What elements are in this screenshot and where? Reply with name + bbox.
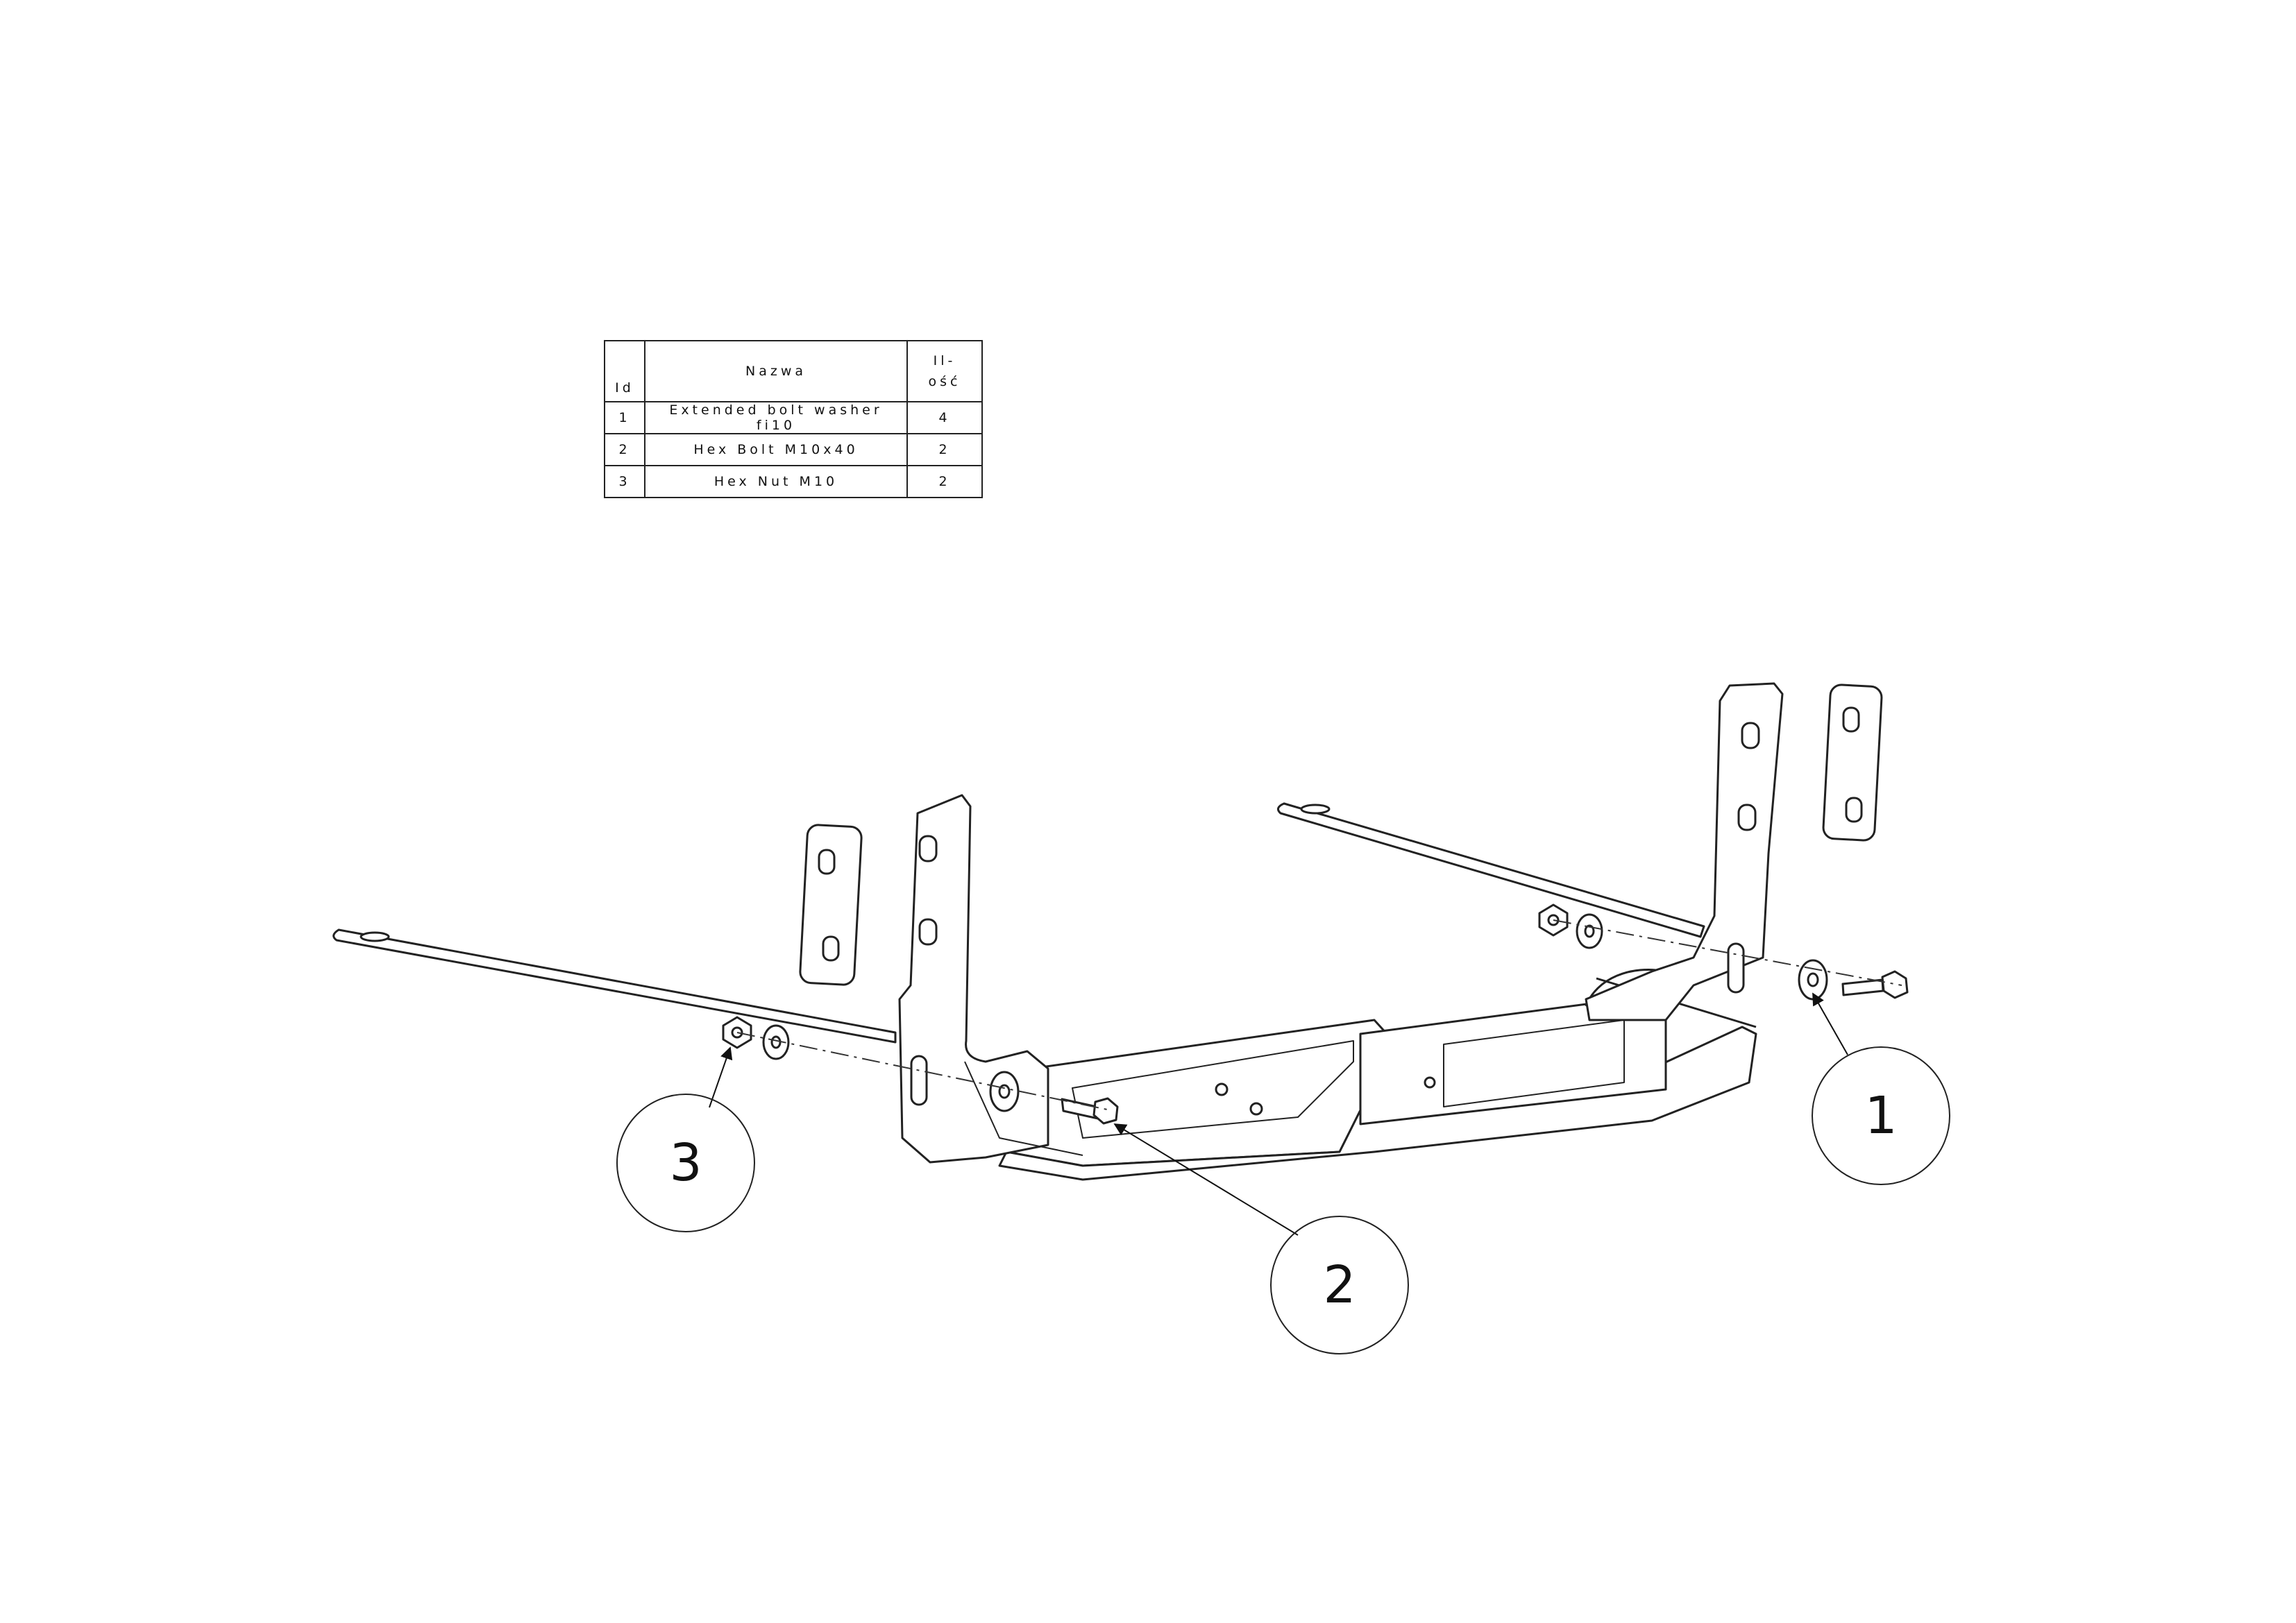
right-spacer-plate [1822, 683, 1883, 842]
bom-cell-name: Extended bolt washer fi10 [644, 401, 908, 434]
table-row: 3 Hex Nut M10 2 [604, 465, 983, 498]
bom-cell-qty: 2 [906, 465, 983, 498]
bom-header-qty-line1: Il- [933, 353, 956, 368]
left-hex-bolt [1061, 1097, 1119, 1125]
bom-header-row: Id Nazwa Il- ość [604, 340, 983, 402]
table-row: 1 Extended bolt washer fi10 4 [604, 401, 983, 434]
callout-balloon-3: 3 [616, 1094, 755, 1232]
table-row: 2 Hex Bolt M10x40 2 [604, 433, 983, 466]
right-outer-washer [1576, 913, 1603, 949]
right-upright-bracket [1585, 682, 1784, 1021]
bom-header-qty-line2: ość [928, 374, 961, 389]
bom-cell-name: Hex Nut M10 [644, 465, 908, 498]
right-mounting-strap [1277, 802, 1705, 938]
left-upright-bracket [898, 794, 1083, 1164]
callout-balloon-1: 1 [1812, 1046, 1950, 1185]
bom-cell-id: 1 [604, 401, 645, 434]
callout-balloon-2: 2 [1270, 1216, 1409, 1354]
left-mounting-strap [332, 928, 897, 1044]
bom-cell-qty: 4 [906, 401, 983, 434]
right-inner-washer [1798, 959, 1828, 1001]
bumper-frame [991, 968, 1757, 1181]
bom-cell-name: Hex Bolt M10x40 [644, 433, 908, 466]
bom-header-id: Id [604, 340, 645, 402]
right-hex-bolt [1841, 970, 1909, 999]
leader-line-3 [709, 1046, 733, 1108]
bom-cell-id: 2 [604, 433, 645, 466]
left-outer-washer [762, 1024, 790, 1060]
bom-cell-id: 3 [604, 465, 645, 498]
bill-of-materials-table: Id Nazwa Il- ość 1 Extended bolt washer … [604, 340, 983, 498]
right-assembly-axis [1553, 919, 1902, 986]
leader-line-2 [1113, 1123, 1299, 1236]
left-inner-washer [989, 1071, 1020, 1112]
left-spacer-plate [799, 824, 863, 986]
bom-cell-qty: 2 [906, 433, 983, 466]
bom-header-name: Nazwa [644, 340, 908, 402]
leader-line-1 [1812, 992, 1848, 1055]
bom-header-qty: Il- ość [906, 340, 983, 402]
